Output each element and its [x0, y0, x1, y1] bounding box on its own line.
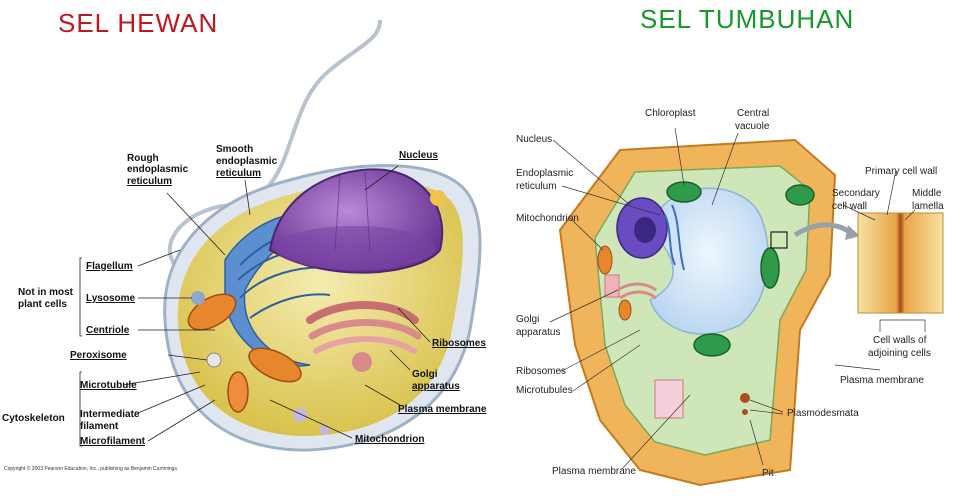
label-microtubule: Microtubule [80, 380, 137, 391]
plant-label-secondary-wall-2: cell wall [832, 201, 868, 212]
label-cytoskeleton: Cytoskeleton [2, 413, 65, 424]
label-intermediate-2: filament [80, 421, 119, 432]
cell-wall-cross-section [857, 212, 944, 314]
golgi-shape [306, 301, 422, 372]
plant-cell-title: SEL TUMBUHAN [640, 4, 855, 34]
plant-label-microtubules: Microtubules [516, 385, 573, 396]
chloroplast-shape-2 [760, 247, 780, 289]
plant-label-adjoining-1: Cell walls of [873, 335, 927, 346]
animal-cell-drawing [163, 19, 482, 452]
label-ribosomes: Ribosomes [432, 338, 486, 349]
label-smooth-er-1: Smooth [216, 144, 254, 155]
label-not-in-plant-2: plant cells [18, 299, 67, 310]
plant-label-middle-lamella-1: Middle [912, 188, 942, 199]
label-lysosome: Lysosome [86, 293, 136, 304]
plant-label-vacuole-2: vacuole [735, 121, 770, 132]
plant-label-ribosomes: Ribosomes [516, 366, 567, 377]
plant-label-er-2: reticulum [516, 181, 557, 192]
plasmodesmata-shape [740, 393, 750, 403]
plant-label-plasma-membrane: Plasma membrane [552, 466, 636, 477]
label-intermediate-1: Intermediate [80, 409, 140, 420]
chloroplast-shape-1 [666, 181, 702, 203]
lysosome-shape [191, 291, 205, 305]
chloroplast-shape-3 [693, 333, 731, 357]
plant-golgi-shape [617, 282, 657, 300]
label-golgi-2: apparatus [412, 381, 460, 392]
label-peroxisome: Peroxisome [70, 350, 127, 361]
label-flagellum: Flagellum [86, 261, 133, 272]
plant-label-golgi-1: Golgi [516, 314, 540, 325]
plant-label-nucleus: Nucleus [516, 134, 553, 145]
plant-label-chloroplast: Chloroplast [645, 108, 696, 119]
plant-label-golgi-2: apparatus [516, 327, 561, 338]
label-mitochondrion: Mitochondrion [355, 434, 425, 445]
plant-label-middle-lamella-2: lamella [912, 201, 944, 212]
plant-label-secondary-wall-1: Secondary [832, 188, 880, 199]
central-vacuole-shape [649, 187, 769, 335]
flagellum-shape [168, 19, 382, 277]
mitochondrion-shape-3 [227, 371, 249, 413]
mitochondrion-shape-2 [248, 347, 302, 383]
animal-cell-title: SEL HEWAN [58, 8, 219, 38]
peroxisome-shape [206, 352, 222, 368]
label-nucleus: Nucleus [399, 150, 438, 161]
label-plasma-membrane: Plasma membrane [398, 404, 487, 415]
label-smooth-er-3: reticulum [216, 168, 262, 179]
label-microfilament: Microfilament [80, 436, 146, 447]
label-rough-er-1: Rough [127, 153, 159, 164]
plant-cell-drawing [558, 138, 944, 487]
label-golgi-1: Golgi [412, 369, 438, 380]
label-smooth-er-2: endoplasmic [216, 156, 278, 167]
plant-label-mitochondrion: Mitochondrion [516, 213, 579, 224]
chloroplast-shape-4 [785, 184, 815, 206]
copyright-note: Copyright © 2003 Pearson Education, Inc.… [4, 466, 179, 472]
plant-label-adjoining-2: adjoining cells [868, 348, 931, 359]
plant-mitochondrion-shape [597, 245, 613, 275]
label-centriole: Centriole [86, 325, 130, 336]
plant-label-pit: Pit [762, 468, 774, 479]
label-not-in-plant-1: Not in most [18, 287, 73, 298]
plant-label-vacuole-1: Central [737, 108, 770, 119]
plant-label-plasmodesmata: Plasmodesmata [787, 408, 859, 419]
plant-label-plasma-membrane-2: Plasma membrane [840, 375, 924, 386]
plant-label-primary-wall: Primary cell wall [865, 166, 938, 177]
plant-label-er-1: Endoplasmic [516, 168, 574, 179]
label-rough-er-3: reticulum [127, 176, 173, 187]
label-rough-er-2: endoplasmic [127, 164, 189, 175]
